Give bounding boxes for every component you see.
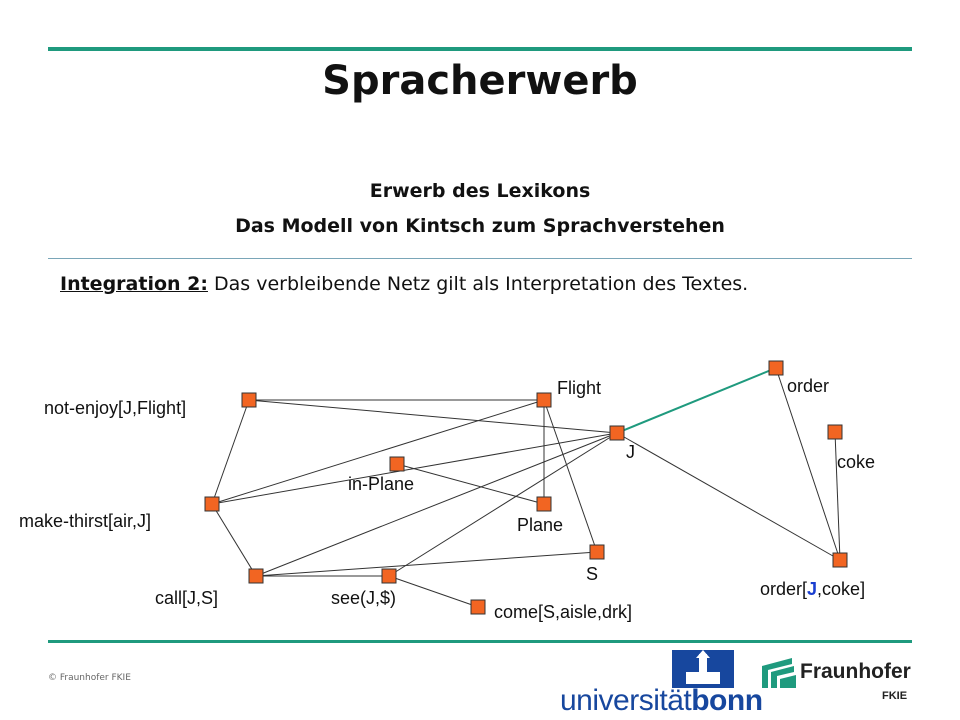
node-order (768, 360, 784, 376)
edge-not-enjoy-make-thirst (211, 399, 250, 505)
integration-statement: Integration 2: Das verbleibende Netz gil… (60, 273, 748, 295)
edge-in-plane-plane (396, 463, 545, 505)
fraunhofer-logo: Fraunhofer FKIE (762, 656, 932, 716)
label-make-thirst: make-thirst[air,J] (19, 511, 151, 531)
edge-call-j (255, 432, 618, 577)
university-wordmark: universitätbonn (560, 684, 763, 718)
label-in-plane: in-Plane (348, 474, 414, 494)
label-come: come[S,aisle,drk] (494, 602, 632, 622)
copyright-footer: © Fraunhofer FKIE (48, 673, 131, 683)
fraunhofer-name: Fraunhofer (800, 660, 911, 683)
label-order-coke-pre: order[ (760, 579, 807, 599)
node-see (381, 568, 397, 584)
node-coke (827, 424, 843, 440)
edge-flight-s (543, 399, 598, 553)
label-plane: Plane (517, 515, 563, 535)
edge-j-order (616, 367, 777, 434)
label-order-coke-j: J (807, 579, 817, 599)
integration-text: Das verbleibende Netz gilt als Interpret… (207, 273, 749, 295)
edge-call-s (255, 551, 598, 577)
label-order-coke-post: ,coke] (817, 579, 865, 599)
network-edges (211, 367, 841, 608)
node-flight (536, 392, 552, 408)
subtitle-lexicon: Erwerb des Lexikons (369, 180, 591, 202)
top-rule (48, 47, 912, 51)
label-flight: Flight (557, 378, 601, 398)
edge-make-thirst-call (211, 503, 257, 577)
edge-j-order-coke (616, 432, 841, 561)
network-nodes (204, 360, 848, 615)
subtitle-kintsch-model: Das Modell von Kintsch zum Sprachversteh… (235, 215, 725, 237)
label-not-enjoy: not-enjoy[J,Flight] (44, 398, 186, 418)
fraunhofer-institute: FKIE (882, 690, 908, 702)
edge-coke-order-coke (834, 431, 841, 561)
edge-order-order-coke (775, 367, 841, 561)
node-j (609, 425, 625, 441)
node-come (470, 599, 486, 615)
label-j: J (626, 442, 635, 462)
university-tower-emblem (672, 650, 734, 688)
integration-lead: Integration 2: (60, 273, 208, 295)
tower-icon (686, 650, 720, 684)
edge-see-come (388, 575, 479, 608)
network-labels: not-enjoy[J,Flight] Flight J order coke … (19, 376, 875, 622)
bottom-rule (48, 640, 912, 643)
label-order-coke: order[J,coke] (760, 579, 865, 599)
edge-see-j (388, 432, 618, 577)
label-call: call[J,S] (155, 588, 218, 608)
edge-not-enjoy-j (248, 399, 618, 434)
label-see: see(J,$) (331, 588, 396, 608)
university-prefix: universität (560, 684, 692, 717)
node-plane (536, 496, 552, 512)
node-call (248, 568, 264, 584)
node-make-thirst (204, 496, 220, 512)
section-divider (48, 258, 912, 259)
label-order: order (787, 376, 829, 396)
university-bonn-logo: universitätbonn (560, 650, 763, 717)
label-s: S (586, 564, 598, 584)
label-coke: coke (837, 452, 875, 472)
page-title: Spracherwerb (322, 58, 638, 104)
node-order-coke (832, 552, 848, 568)
university-suffix: bonn (691, 684, 763, 717)
fraunhofer-mark-icon (762, 658, 796, 688)
edge-make-thirst-flight (211, 399, 545, 505)
node-s (589, 544, 605, 560)
node-in-plane (389, 456, 405, 472)
node-not-enjoy (241, 392, 257, 408)
